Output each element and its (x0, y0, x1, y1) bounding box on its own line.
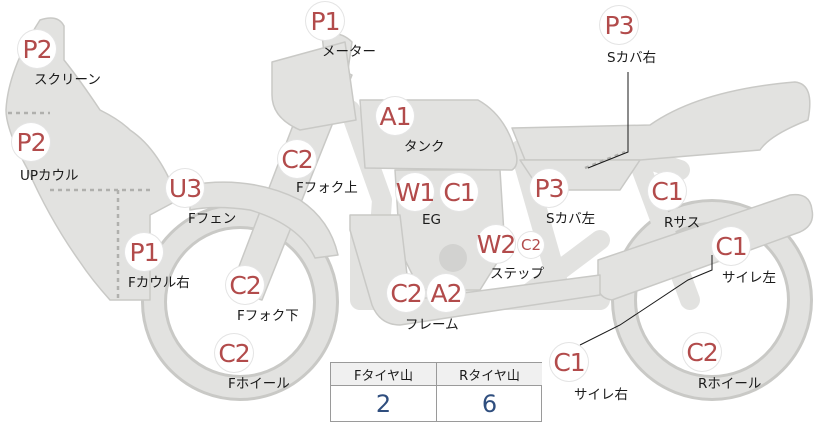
exhaust-pipe-shape (349, 214, 601, 326)
label-tank: タンク (404, 139, 445, 155)
grade-badge-front-fender: U3 (166, 169, 204, 207)
label-engine: EG (422, 212, 441, 228)
grade-badge-frame-2: A2 (427, 274, 465, 312)
label-front-fender: Fフェン (188, 211, 237, 227)
label-muffler-left: サイレ左 (722, 270, 776, 286)
front-fender-shape (189, 181, 339, 259)
grade-badge-side-cover-right: P3 (600, 6, 638, 44)
grade-badge-meter: P1 (306, 2, 344, 40)
tire-tread-table: Fタイヤ山 Rタイヤ山 2 6 (330, 362, 542, 422)
grade-badge-muffler-right: C1 (550, 343, 588, 381)
grade-badge-step-1: W2 (477, 225, 516, 263)
headlight-shape (271, 41, 357, 131)
label-fork-upper: Fフォク上 (296, 180, 358, 196)
grade-badge-frame-1: C2 (387, 274, 425, 312)
grade-badge-fork-upper: C2 (278, 140, 316, 178)
label-fork-lower: Fフォク下 (237, 308, 299, 324)
label-muffler-right: サイレ右 (574, 387, 628, 403)
front-tread-header: Fタイヤ山 (331, 363, 436, 386)
label-rear-suspension: Rサス (664, 215, 701, 231)
grade-badge-muffler-left: C1 (712, 227, 750, 265)
front-tread-value: 2 (375, 389, 392, 418)
rear-tread-header: Rタイヤ山 (437, 363, 542, 386)
grade-badge-upper-cowl: P2 (12, 123, 50, 161)
grade-badge-tank: A1 (376, 97, 414, 135)
grade-badge-screen: P2 (18, 30, 56, 68)
label-screen: スクリーン (34, 72, 101, 88)
seat-shape (511, 81, 811, 161)
grade-badge-rear-wheel: C2 (683, 333, 721, 371)
cowl-shape (5, 17, 179, 301)
grade-badge-front-cowl-right: P1 (125, 233, 163, 271)
grade-badge-fork-lower: C2 (226, 266, 264, 304)
label-front-cowl-right: Fカウル右 (128, 275, 190, 291)
grade-badge-step-2: C2 (518, 232, 544, 258)
rear-tread-value: 6 (481, 389, 498, 418)
label-upper-cowl: UPカウル (20, 168, 79, 184)
grade-badge-engine-1: W1 (396, 173, 435, 211)
label-step: ステップ (490, 266, 544, 282)
table-divider (436, 363, 437, 421)
label-frame: フレーム (405, 317, 459, 333)
grade-badge-rear-suspension: C1 (648, 172, 686, 210)
label-rear-wheel: Rホイール (698, 376, 762, 392)
label-meter: メーター (322, 44, 376, 60)
grade-badge-side-cover-left: P3 (530, 169, 568, 207)
label-side-cover-right: Sカバ右 (607, 50, 657, 66)
grade-badge-engine-2: C1 (440, 173, 478, 211)
label-front-wheel: Fホイール (228, 376, 290, 392)
label-side-cover-left: Sカバ左 (546, 211, 596, 227)
grade-badge-front-wheel: C2 (215, 334, 253, 372)
